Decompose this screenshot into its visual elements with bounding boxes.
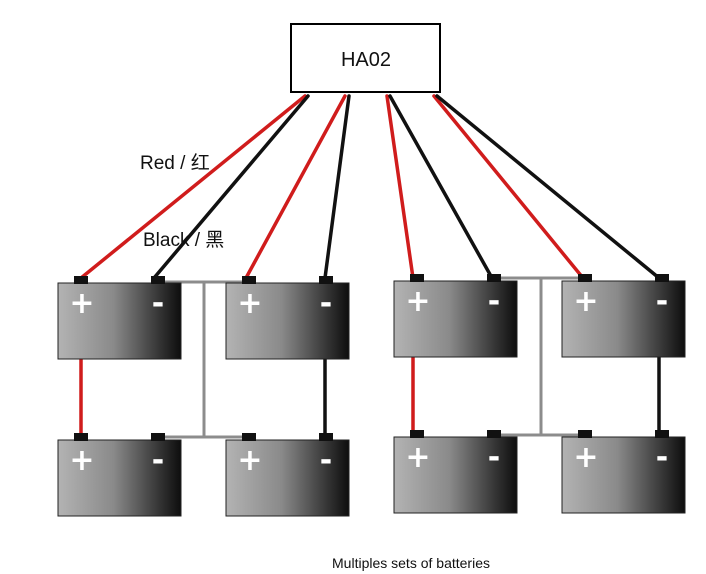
positive-terminal — [242, 433, 256, 441]
positive-symbol: + — [405, 284, 430, 319]
battery: +- — [393, 430, 518, 514]
negative-terminal — [487, 274, 501, 282]
legend-red-label: Red / 红 — [140, 152, 210, 174]
negative-symbol: - — [320, 286, 332, 321]
battery-body — [225, 282, 350, 360]
red-wire-3 — [385, 94, 415, 280]
negative-terminal — [319, 276, 333, 284]
negative-terminal — [151, 276, 165, 284]
black-wire-2 — [323, 94, 351, 280]
negative-terminal — [487, 430, 501, 438]
battery: +- — [393, 274, 518, 358]
red-wire-4 — [432, 94, 585, 280]
red-wire-1 — [79, 94, 307, 280]
positive-terminal — [74, 433, 88, 441]
positive-symbol: + — [237, 443, 262, 478]
battery-body — [561, 280, 686, 358]
black-wire-3 — [388, 94, 494, 280]
positive-symbol: + — [237, 286, 262, 321]
negative-symbol: - — [656, 284, 668, 319]
negative-symbol: - — [320, 443, 332, 478]
negative-terminal — [655, 274, 669, 282]
positive-terminal — [578, 274, 592, 282]
battery-body — [393, 280, 518, 358]
negative-symbol: - — [152, 443, 164, 478]
battery: +- — [57, 276, 182, 360]
positive-terminal — [578, 430, 592, 438]
battery: +- — [225, 276, 350, 360]
caption: Multiples sets of batteries — [332, 555, 490, 571]
red-wire-2 — [244, 94, 347, 280]
positive-terminal — [74, 276, 88, 284]
negative-terminal — [319, 433, 333, 441]
negative-terminal — [151, 433, 165, 441]
positive-symbol: + — [69, 443, 94, 478]
device-label: HA02 — [341, 49, 391, 71]
battery-body — [225, 439, 350, 517]
battery-body — [57, 439, 182, 517]
battery: +- — [561, 430, 686, 514]
battery: +- — [57, 433, 182, 517]
positive-symbol: + — [405, 440, 430, 475]
battery-body — [57, 282, 182, 360]
black-wire-1 — [152, 94, 310, 280]
battery: +- — [225, 433, 350, 517]
battery: +- — [561, 274, 686, 358]
black-wire-4 — [435, 94, 661, 280]
batteries: +-+-+-+-+-+-+-+- — [57, 274, 686, 517]
negative-symbol: - — [656, 440, 668, 475]
series-links — [160, 276, 583, 439]
ha02-device: HA02 — [290, 23, 441, 93]
positive-terminal — [410, 430, 424, 438]
negative-symbol: - — [488, 440, 500, 475]
legend-black-label: Black / 黑 — [143, 230, 224, 251]
battery-body — [393, 436, 518, 514]
negative-symbol: - — [152, 286, 164, 321]
positive-symbol: + — [69, 286, 94, 321]
battery-body — [561, 436, 686, 514]
positive-symbol: + — [573, 284, 598, 319]
positive-terminal — [410, 274, 424, 282]
negative-terminal — [655, 430, 669, 438]
positive-terminal — [242, 276, 256, 284]
positive-symbol: + — [573, 440, 598, 475]
supply-wires — [79, 94, 661, 280]
negative-symbol: - — [488, 284, 500, 319]
